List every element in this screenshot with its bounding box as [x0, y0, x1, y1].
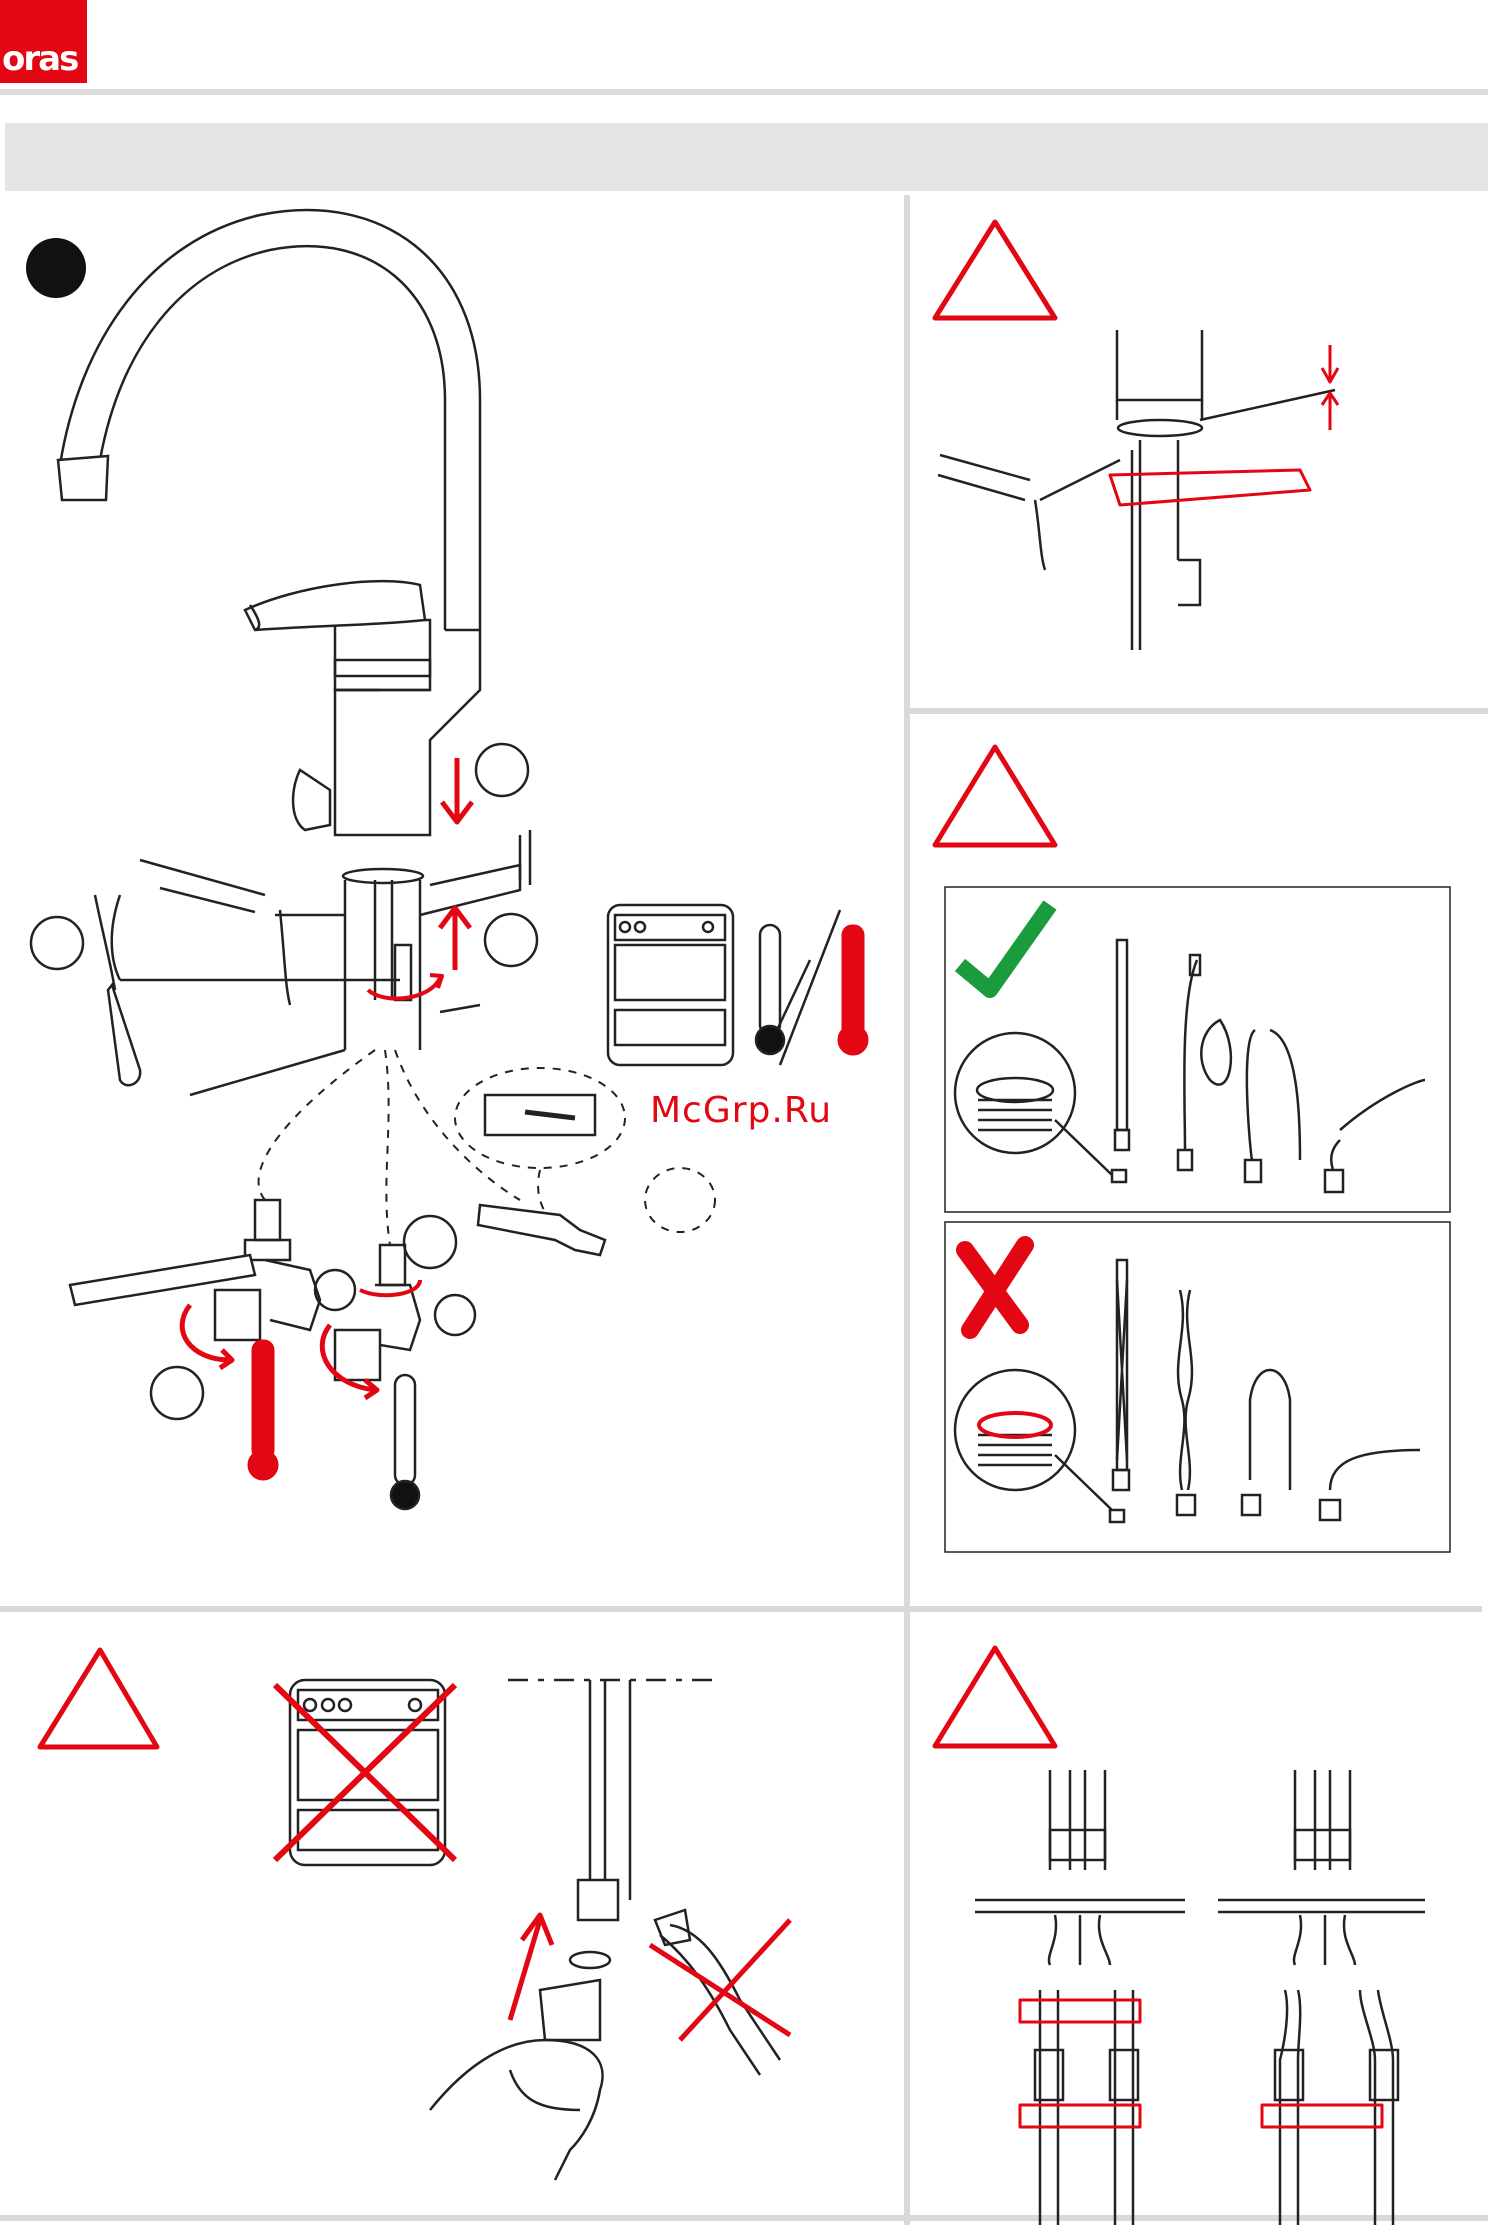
screwdriver-icon	[95, 895, 400, 1085]
faucet-illustration	[58, 210, 480, 1050]
hot-thermometer-icon	[248, 925, 868, 1480]
mounting-bracket-icon	[938, 330, 1335, 650]
crossed-pliers-icon	[655, 1910, 780, 2075]
warning-triangle-icon	[40, 1650, 157, 1747]
check-icon	[960, 905, 1050, 990]
warning-triangle-icon	[935, 222, 1055, 318]
cold-thermometer-icon	[756, 925, 784, 1054]
cross-icon	[965, 1245, 1025, 1330]
filter-insert-icon	[478, 1095, 605, 1255]
watermark-text: McGrp.Ru	[650, 1090, 832, 1131]
warning-triangle-icon	[935, 747, 1055, 845]
step-marker-1	[26, 238, 86, 298]
water-heater-icon	[608, 905, 840, 1065]
hose-clamp-icon	[975, 1770, 1425, 2225]
hand-tightening-icon	[430, 1680, 720, 2180]
warning-triangle-icon	[935, 1648, 1055, 1746]
